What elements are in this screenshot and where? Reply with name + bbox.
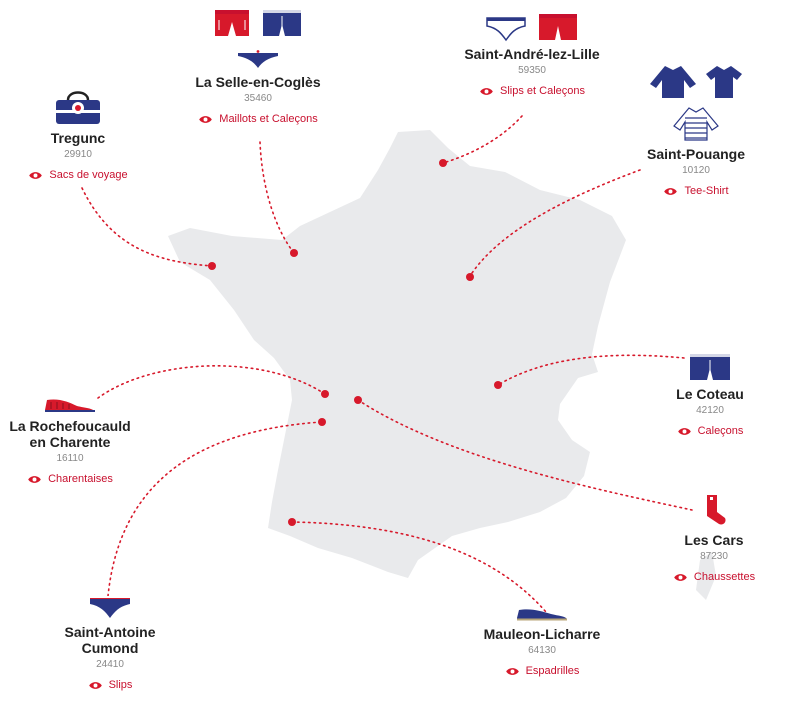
product-link[interactable]: Espadrilles: [505, 665, 580, 677]
product-link[interactable]: Tee-Shirt: [663, 185, 729, 197]
striped-tee-icon: [673, 107, 719, 141]
corsica: [696, 552, 716, 600]
location-name: Tregunc: [50, 130, 106, 146]
location-name: Saint-Antoine Cumond: [64, 624, 156, 656]
navy-boxer-icon: [263, 10, 301, 36]
postal-code: 64130: [528, 645, 556, 656]
product-link[interactable]: Chaussettes: [673, 571, 755, 583]
location-lille: Saint-André-lez-Lille 59350 Slips et Cal…: [432, 12, 632, 101]
navy-boxer-icon: [690, 354, 730, 380]
location-tregunc: Tregunc 29910 Sacs de voyage: [0, 88, 178, 185]
white-brief-icon: [486, 17, 526, 42]
route-antoine: [107, 421, 323, 597]
postal-code: 29910: [64, 149, 92, 160]
eye-icon: [664, 187, 678, 195]
red-swim-shorts-icon: [215, 10, 249, 36]
route-coteau: [497, 354, 685, 386]
product-link[interactable]: Charentaises: [27, 473, 113, 485]
travel-bag-icon: [56, 91, 100, 124]
postal-code: 87230: [700, 551, 728, 562]
marker-cars[interactable]: [354, 396, 362, 404]
product-label: Tee-Shirt: [684, 185, 729, 197]
france-outline: [168, 130, 626, 578]
marker-lille[interactable]: [439, 159, 447, 167]
eye-icon: [677, 427, 691, 435]
marker-rochefoucauld[interactable]: [321, 390, 329, 398]
location-antoine: Saint-Antoine Cumond 24410 Slips: [10, 594, 210, 695]
location-rochefoucauld: La Rochefoucauld en Charente 16110 Chare…: [0, 396, 170, 489]
route-pouange: [469, 169, 641, 277]
location-name: Les Cars: [684, 532, 744, 548]
eye-icon: [199, 115, 213, 123]
route-mauleon: [291, 521, 547, 613]
product-label: Maillots et Caleçons: [219, 113, 318, 125]
product-label: Sacs de voyage: [49, 169, 128, 181]
postal-code: 35460: [244, 93, 272, 104]
red-slipper-icon: [45, 399, 95, 412]
product-link[interactable]: Slips et Caleçons: [479, 85, 585, 97]
postal-code: 24410: [96, 659, 124, 670]
route-rochefoucauld: [97, 365, 326, 399]
product-label: Caleçons: [697, 425, 744, 437]
product-link[interactable]: Caleçons: [677, 425, 744, 437]
route-lille: [442, 115, 523, 164]
location-coteau: Le Coteau 42120 Caleçons: [610, 352, 800, 441]
location-name: La Rochefoucauld en Charente: [9, 418, 131, 450]
route-selle: [259, 141, 295, 254]
route-tregunc: [81, 187, 213, 267]
product-link[interactable]: Sacs de voyage: [28, 169, 128, 181]
red-sock-icon: [707, 492, 726, 525]
navy-espadrille-icon: [517, 609, 567, 621]
product-label: Espadrilles: [525, 665, 580, 677]
product-label: Charentaises: [48, 473, 113, 485]
location-pouange: Saint-Pouange 10120 Tee-Shirt: [596, 64, 796, 201]
route-cars: [357, 399, 693, 511]
marker-tregunc[interactable]: [208, 262, 216, 270]
product-label: Chaussettes: [693, 571, 756, 583]
marker-selle[interactable]: [290, 249, 298, 257]
marker-pouange[interactable]: [466, 273, 474, 281]
eye-icon: [505, 667, 519, 675]
location-mauleon: Mauleon-Licharre 64130 Espadrilles: [442, 606, 642, 681]
location-cars: Les Cars 87230 Chaussettes: [614, 490, 800, 587]
location-selle: La Selle-en-Coglès 35460 Maillots et Cal…: [158, 8, 358, 129]
navy-long-sleeve-icon: [650, 66, 696, 98]
postal-code: 10120: [682, 165, 710, 176]
eye-icon: [29, 171, 43, 179]
product-link[interactable]: Slips: [88, 679, 133, 691]
postal-code: 59350: [518, 65, 546, 76]
postal-code: 42120: [696, 405, 724, 416]
location-name: La Selle-en-Coglès: [195, 74, 321, 90]
postal-code: 16110: [56, 453, 84, 464]
product-link[interactable]: Maillots et Caleçons: [198, 113, 318, 125]
navy-swim-brief-icon: [238, 50, 278, 68]
location-name: Le Coteau: [676, 386, 744, 402]
eye-icon: [674, 573, 687, 581]
eye-icon: [88, 681, 102, 689]
location-name: Saint-Pouange: [646, 146, 745, 162]
marker-antoine[interactable]: [318, 418, 326, 426]
eye-icon: [28, 475, 41, 483]
product-label: Slips et Caleçons: [500, 85, 585, 97]
location-name: Mauleon-Licharre: [483, 626, 601, 642]
red-boxer-icon: [539, 14, 577, 40]
location-name: Saint-André-lez-Lille: [464, 46, 600, 62]
marker-mauleon[interactable]: [288, 518, 296, 526]
product-label: Slips: [108, 679, 133, 691]
marker-coteau[interactable]: [494, 381, 502, 389]
navy-tee-icon: [706, 66, 742, 98]
navy-brief-icon: [90, 596, 130, 618]
eye-icon: [480, 87, 493, 95]
